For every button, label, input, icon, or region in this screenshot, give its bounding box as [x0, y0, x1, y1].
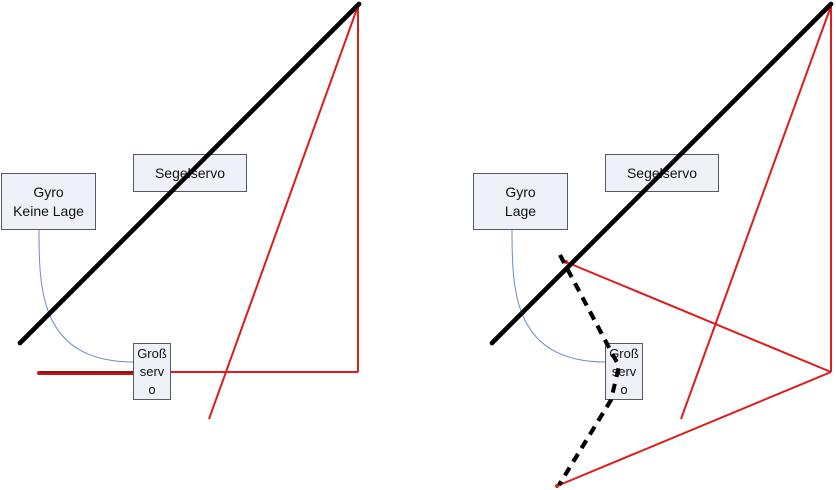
- left-gyro-wire: [38, 229, 135, 363]
- right-grossservo-box: Groß serv o: [605, 343, 643, 400]
- left-grossservo-line1: Groß: [137, 346, 167, 361]
- right-gyro-label-line1: Gyro: [505, 183, 536, 200]
- left-gyro-box: Gyro Keine Lage: [1, 173, 96, 230]
- right-rope-lower-sheet: [556, 371, 832, 487]
- left-grossservo-line2: serv: [139, 364, 165, 379]
- right-gyro-wire: [511, 229, 607, 363]
- left-rope-diagonal: [208, 5, 359, 420]
- right-gyro-box: Gyro Lage: [473, 173, 568, 230]
- left-grossservo-line3: o: [148, 382, 156, 397]
- right-grossservo-line2: serv: [611, 364, 637, 379]
- left-segelservo-label: Segelservo: [154, 164, 226, 181]
- right-grossservo-line3: o: [620, 382, 628, 397]
- right-segelservo-label: Segelservo: [626, 164, 698, 181]
- right-grossservo-line1: Groß: [609, 346, 639, 361]
- left-gyro-label-line2: Keine Lage: [13, 202, 84, 219]
- left-gyro-label-line1: Gyro: [33, 183, 64, 200]
- right-boom-top-dot: [564, 260, 568, 264]
- right-rope-diagonal: [680, 5, 832, 420]
- left-segelservo-box: Segelservo: [133, 154, 247, 192]
- right-diagram: [489, 1, 834, 488]
- right-segelservo-box: Segelservo: [605, 154, 719, 192]
- right-gyro-label-line2: Lage: [504, 202, 537, 219]
- right-boom-end-dot: [555, 484, 559, 488]
- left-grossservo-box: Groß serv o: [133, 343, 171, 400]
